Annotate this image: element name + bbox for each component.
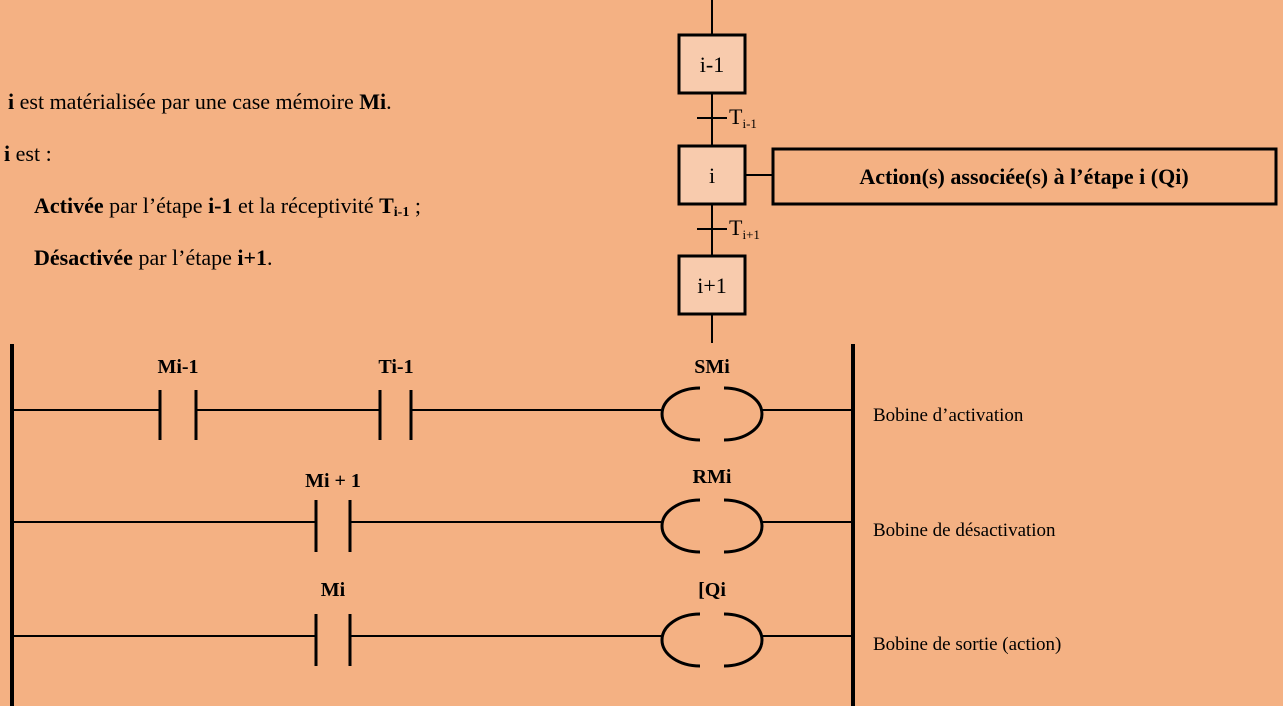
contact-label-mi: Mi bbox=[321, 579, 346, 601]
coil-note-output: Bobine de sortie (action) bbox=[873, 634, 1061, 655]
coil-rmi bbox=[660, 498, 701, 554]
action-label: Action(s) associée(s) à l’étape i (Qi) bbox=[859, 164, 1188, 189]
transition-label-1: Ti-1 bbox=[729, 104, 757, 131]
coil-smi bbox=[660, 386, 701, 442]
text-line-4: Désactivée par l’étape i+1. bbox=[34, 245, 273, 270]
step-box-current bbox=[677, 144, 747, 206]
step-label-current: i bbox=[709, 163, 715, 188]
coil-label-smi: SMi bbox=[694, 356, 730, 378]
step-label-prev: i-1 bbox=[700, 52, 724, 77]
coil-label-qi: [Qi bbox=[698, 579, 726, 601]
transition-label-2: Ti+1 bbox=[729, 215, 760, 242]
contact-label-mi-plus-1: Mi + 1 bbox=[305, 470, 361, 492]
step-label-next: i+1 bbox=[697, 273, 727, 298]
coil-label-rmi: RMi bbox=[693, 466, 732, 488]
action-box bbox=[771, 147, 1278, 206]
step-box-next bbox=[677, 254, 747, 316]
text-line-1: i est matérialisée par une case mémoire … bbox=[8, 89, 392, 114]
coil-note-activation: Bobine d’activation bbox=[873, 405, 1024, 426]
contact-label-ti-1: Ti-1 bbox=[378, 356, 413, 378]
text-line-2: i est : bbox=[4, 141, 52, 166]
text-line-3: Activée par l’étape i-1 et la réceptivit… bbox=[34, 193, 421, 220]
contact-label-mi-1: Mi-1 bbox=[157, 356, 198, 378]
coil-qi bbox=[660, 612, 701, 668]
step-box-prev bbox=[677, 33, 747, 95]
coil-note-deactivation: Bobine de désactivation bbox=[873, 520, 1056, 541]
